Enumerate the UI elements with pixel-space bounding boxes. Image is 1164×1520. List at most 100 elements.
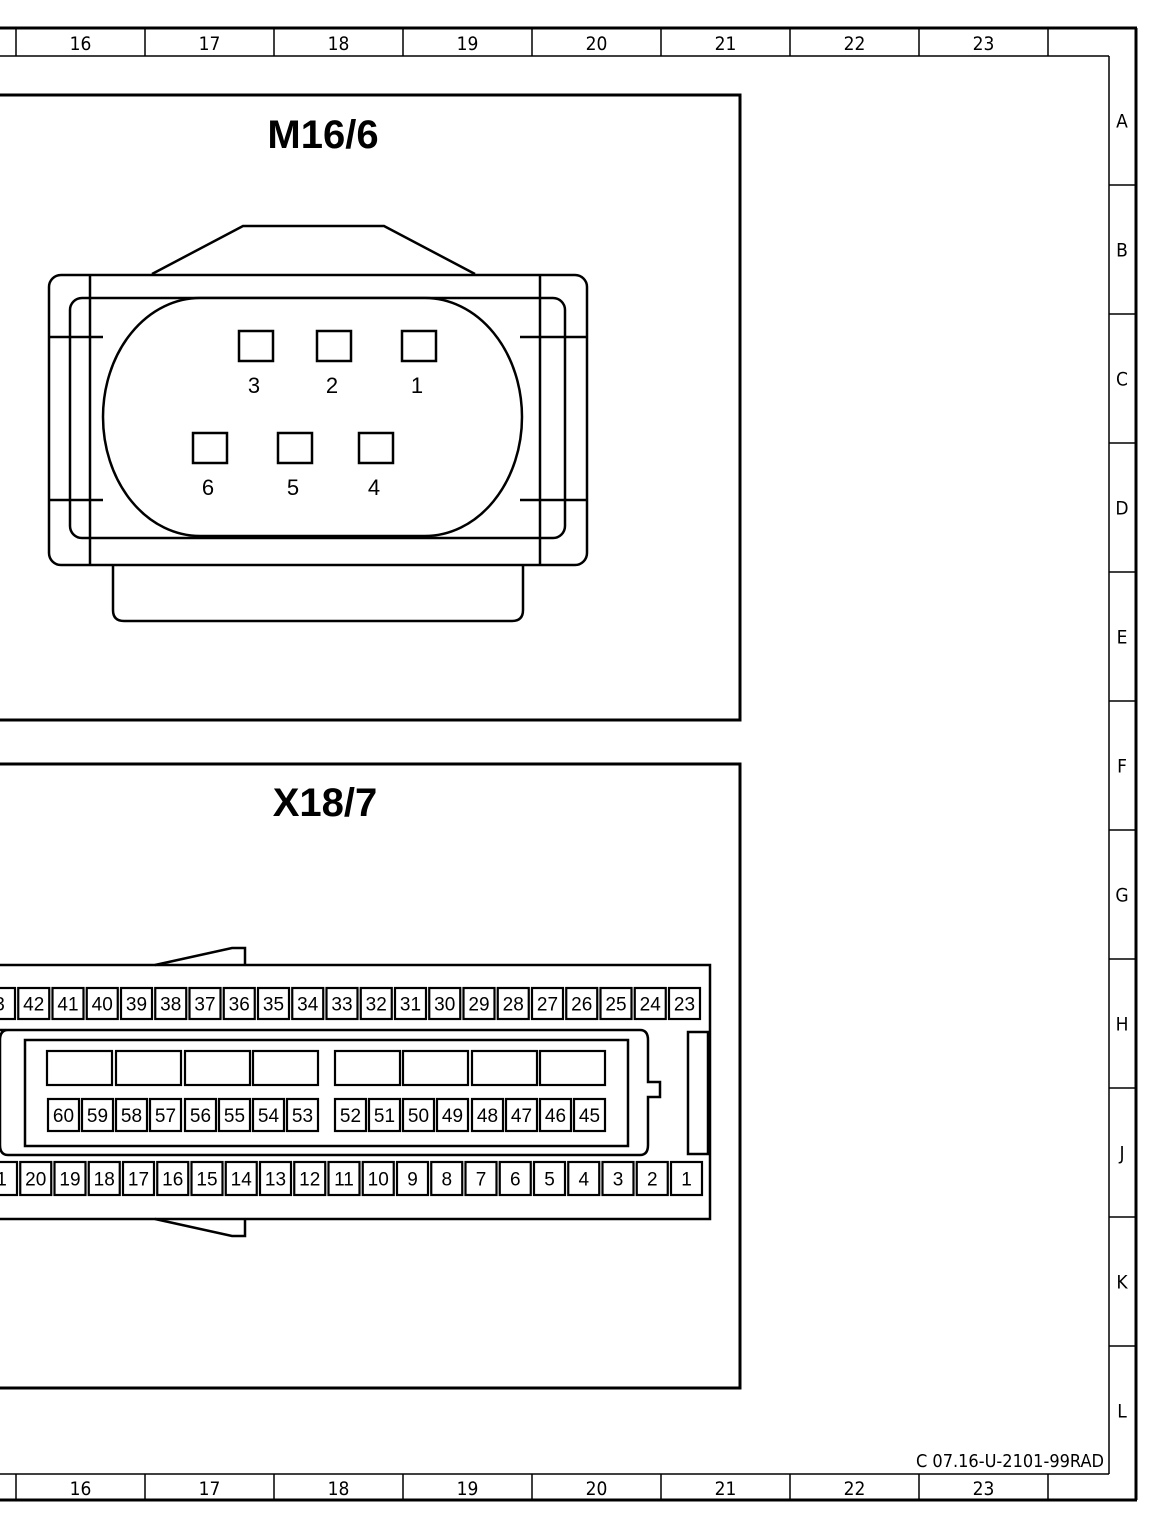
cavity <box>401 1097 436 1133</box>
cavity <box>462 986 496 1021</box>
cavity-number: 23 <box>674 995 695 1016</box>
cavity-number: 58 <box>121 1106 142 1127</box>
cavity-number: 50 <box>408 1106 429 1127</box>
cavity-number: 15 <box>196 1170 217 1191</box>
cavity <box>367 1097 402 1133</box>
row-label: G <box>1115 885 1128 907</box>
cavity-number: 47 <box>511 1106 532 1127</box>
cavity <box>498 1160 532 1197</box>
row-label: E <box>1117 627 1128 649</box>
cavity <box>430 1160 464 1197</box>
cavity <box>565 986 599 1021</box>
cavity-number: 1 <box>681 1170 692 1191</box>
column-label-bottom: 21 <box>715 1478 737 1500</box>
cavity <box>291 986 325 1021</box>
cavity-number: 3 <box>613 1170 624 1191</box>
cavity-number: 6 <box>510 1170 521 1191</box>
cavity <box>154 986 188 1021</box>
cavity <box>333 1097 368 1133</box>
cavity <box>0 1160 19 1197</box>
blank-cavity <box>251 1049 320 1087</box>
cavity-number: 11 <box>334 1170 354 1191</box>
row-label: D <box>1115 498 1128 520</box>
cavity-number: 16 <box>162 1170 183 1191</box>
connector-x18-7-blank-cavities <box>45 1049 607 1087</box>
cavity-number: 17 <box>128 1170 149 1191</box>
cavity <box>435 1097 470 1133</box>
connector-m16-6-title: M16/6 <box>267 113 378 157</box>
connector-x18-7-panel: X18/7 3424140393837363534333231302928272… <box>0 762 742 1390</box>
cavity-number: 4 <box>578 1170 589 1191</box>
connector-m16-6-housing <box>47 224 589 623</box>
cavity-number: 13 <box>265 1170 286 1191</box>
blank-cavity <box>470 1049 539 1087</box>
cavity-number: 38 <box>160 995 181 1016</box>
column-label-top: 22 <box>844 33 866 55</box>
cavity <box>285 1097 320 1133</box>
cavity <box>464 1160 498 1197</box>
column-label-bottom: 16 <box>70 1478 92 1500</box>
cavity-number: 48 <box>477 1106 498 1127</box>
cavity <box>504 1097 539 1133</box>
pin-number: 3 <box>248 373 260 398</box>
cavity <box>121 1160 156 1197</box>
cavity <box>17 986 51 1021</box>
cavity-number: 27 <box>537 995 558 1016</box>
cavity <box>224 1160 258 1197</box>
cavity-number: 1 <box>0 1170 7 1191</box>
connector-x18-7-row-top: 3424140393837363534333231302928272625242… <box>0 986 702 1021</box>
cavity <box>496 986 530 1021</box>
cavity-number: 28 <box>503 995 524 1016</box>
cavity <box>532 1160 567 1197</box>
pin-number: 1 <box>411 373 423 398</box>
cavity-number: 31 <box>400 995 421 1016</box>
cavity-number: 46 <box>545 1106 566 1127</box>
cavity <box>251 1097 286 1133</box>
pin-contact <box>357 431 395 465</box>
column-label-top: 23 <box>973 33 995 55</box>
cavity-number: 8 <box>441 1170 452 1191</box>
blank-cavity <box>114 1049 183 1087</box>
cavity-number: 30 <box>434 995 455 1016</box>
cavity-number: 51 <box>374 1106 395 1127</box>
cavity <box>85 986 119 1021</box>
pin-contact <box>237 329 275 363</box>
cavity <box>114 1097 149 1133</box>
pin-contact <box>191 431 229 465</box>
cavity <box>258 1160 293 1197</box>
cavity-number: 53 <box>292 1106 313 1127</box>
cavity <box>530 986 565 1021</box>
cavity <box>470 1097 505 1133</box>
cavity <box>19 1160 53 1197</box>
cavity-number: 49 <box>442 1106 463 1127</box>
pin-number: 2 <box>326 373 338 398</box>
row-label: H <box>1116 1014 1129 1036</box>
cavity <box>190 1160 224 1197</box>
row-label: J <box>1118 1143 1124 1165</box>
column-label-bottom: 23 <box>973 1478 995 1500</box>
cavity-number: 42 <box>23 995 44 1016</box>
blank-cavity <box>333 1049 402 1087</box>
row-label: L <box>1117 1401 1127 1423</box>
cavity <box>0 986 17 1021</box>
column-label-bottom: 22 <box>844 1478 866 1500</box>
drawing-frame <box>0 26 1138 1502</box>
cavity-number: 32 <box>366 995 387 1016</box>
cavity-number: 33 <box>331 995 352 1016</box>
cavity <box>217 1097 252 1133</box>
cavity <box>538 1097 573 1133</box>
cavity <box>325 986 359 1021</box>
cavity <box>51 986 85 1021</box>
cavity <box>80 1097 115 1133</box>
cavity <box>53 1160 87 1197</box>
cavity-number: 35 <box>263 995 284 1016</box>
cavity <box>393 986 428 1021</box>
cavity <box>567 1160 601 1197</box>
cavity <box>183 1097 218 1133</box>
cavity <box>428 986 462 1021</box>
cavity-number: 24 <box>640 995 662 1016</box>
